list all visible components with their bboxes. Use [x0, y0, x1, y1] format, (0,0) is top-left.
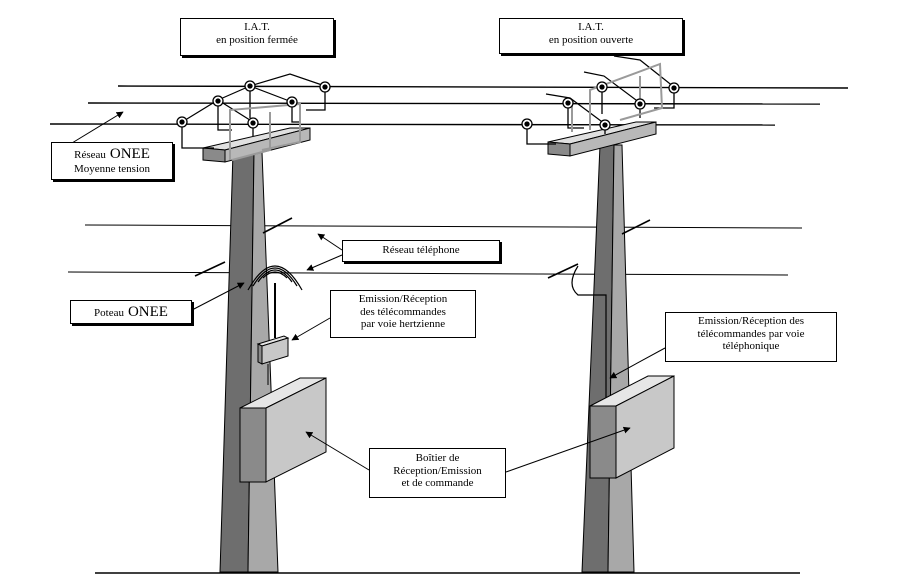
radio-transmitter: [256, 283, 290, 385]
label-pole-brand: ONEE: [127, 304, 168, 320]
leader-arrows: [71, 111, 666, 473]
label-phone-comm-line3: téléphonique: [722, 340, 780, 353]
label-radio-comm: Emission/Réception des télécommandes par…: [330, 290, 476, 338]
label-control-box-line3: et de commande: [401, 477, 474, 490]
label-control-box-line1: Boîtier de: [415, 452, 460, 464]
label-pole-prefix: Poteau: [94, 307, 124, 319]
label-iat-open: I.A.T. en position ouverte: [499, 18, 683, 54]
label-pole-line: Poteau ONEE: [71, 303, 191, 321]
label-phone-comm-line1: Emission/Réception des: [697, 315, 804, 327]
label-radio-comm-line1: Emission/Réception: [358, 293, 448, 305]
insulator-rings-right: [521, 81, 680, 131]
label-control-box: Boîtier de Réception/Emission et de comm…: [369, 448, 506, 498]
label-iat-closed: I.A.T. en position fermée: [180, 18, 334, 56]
phone-crossbars-left: [194, 217, 293, 277]
label-mv-network-line1: Réseau ONEE: [52, 145, 172, 163]
label-mv-network-prefix: Réseau: [74, 149, 106, 161]
mv-conductors: [49, 85, 849, 126]
label-mv-network: Réseau ONEE Moyenne tension: [51, 142, 173, 180]
switch-closed-arms: [181, 73, 326, 123]
label-mv-network-line2: Moyenne tension: [73, 163, 151, 176]
label-iat-open-line2: en position ouverte: [548, 33, 634, 46]
insulators-left: [181, 87, 326, 149]
label-phone-comm: Emission/Réception des télécommandes par…: [665, 312, 837, 362]
control-box-right: [589, 375, 675, 479]
label-control-box-line2: Réception/Emission: [393, 464, 482, 477]
label-phone-comm-line2: télécommandes par voie: [697, 327, 805, 340]
switch-closed-frame: [229, 102, 301, 161]
crossarm-right: [547, 121, 657, 157]
label-iat-closed-line2: en position fermée: [216, 33, 298, 46]
phone-drop-cable: [571, 265, 607, 410]
label-iat-open-line1: I.A.T.: [578, 21, 604, 33]
insulator-rings-left: [176, 80, 331, 129]
label-phone-network: Réseau téléphone: [342, 240, 500, 262]
label-mv-network-brand: ONEE: [109, 146, 150, 162]
label-radio-comm-line3: par voie hertzienne: [360, 318, 446, 331]
label-radio-comm-line2: des télécommandes: [360, 305, 446, 318]
radio-waves: [247, 265, 303, 291]
telephone-lines: [67, 224, 803, 276]
control-box-left: [239, 377, 327, 483]
label-phone-network-text: Réseau téléphone: [382, 244, 460, 256]
label-pole: Poteau ONEE: [70, 300, 192, 324]
label-iat-closed-line1: I.A.T.: [244, 21, 270, 33]
pole-right: [581, 144, 635, 573]
phone-crossbars-right: [547, 219, 651, 279]
